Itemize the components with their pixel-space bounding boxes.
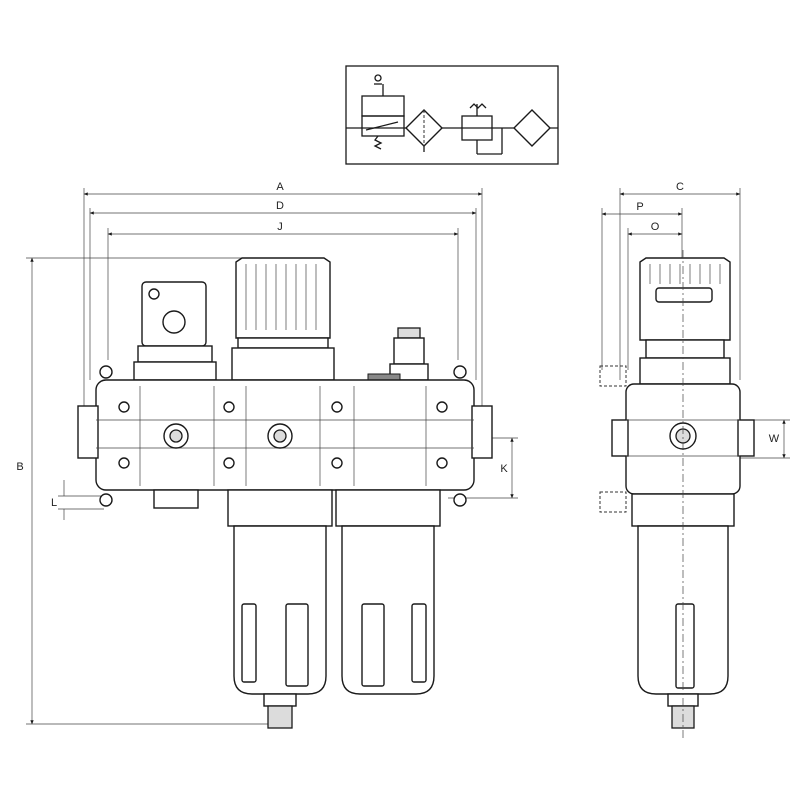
dim-label-d: D — [276, 200, 284, 212]
lubricator-symbol — [513, 109, 551, 147]
lubricator-fill-plug — [367, 327, 429, 381]
dim-label-l: L — [51, 497, 57, 509]
manifold-block — [77, 365, 493, 507]
shutoff-valve — [133, 281, 217, 381]
side-dimension-labels: C P O W — [636, 181, 779, 445]
filter-bowl — [227, 489, 333, 729]
side-view — [599, 250, 755, 740]
lubricator-bowl — [335, 489, 441, 695]
dim-label-b: B — [16, 461, 23, 473]
regulator-symbol — [461, 103, 503, 155]
side-mount-bracket-top — [599, 365, 627, 387]
dim-label-o: O — [651, 221, 660, 233]
front-view — [77, 257, 493, 729]
side-knob-lock-ring — [655, 287, 713, 303]
front-dimension-labels: A D J B L K — [16, 181, 508, 509]
pneumatic-symbol — [345, 65, 559, 165]
dim-label-a: A — [276, 181, 284, 193]
dim-label-c: C — [676, 181, 684, 193]
shutoff-valve-symbol — [361, 74, 405, 150]
regulator-knob — [231, 257, 335, 381]
dim-label-j: J — [277, 221, 283, 233]
valve-bottom-nut — [153, 489, 199, 509]
dim-label-k: K — [500, 463, 508, 475]
dim-label-w: W — [769, 433, 780, 445]
side-mount-bracket-bottom — [599, 491, 627, 513]
filter-symbol — [405, 109, 443, 152]
dim-label-p: P — [636, 201, 643, 213]
